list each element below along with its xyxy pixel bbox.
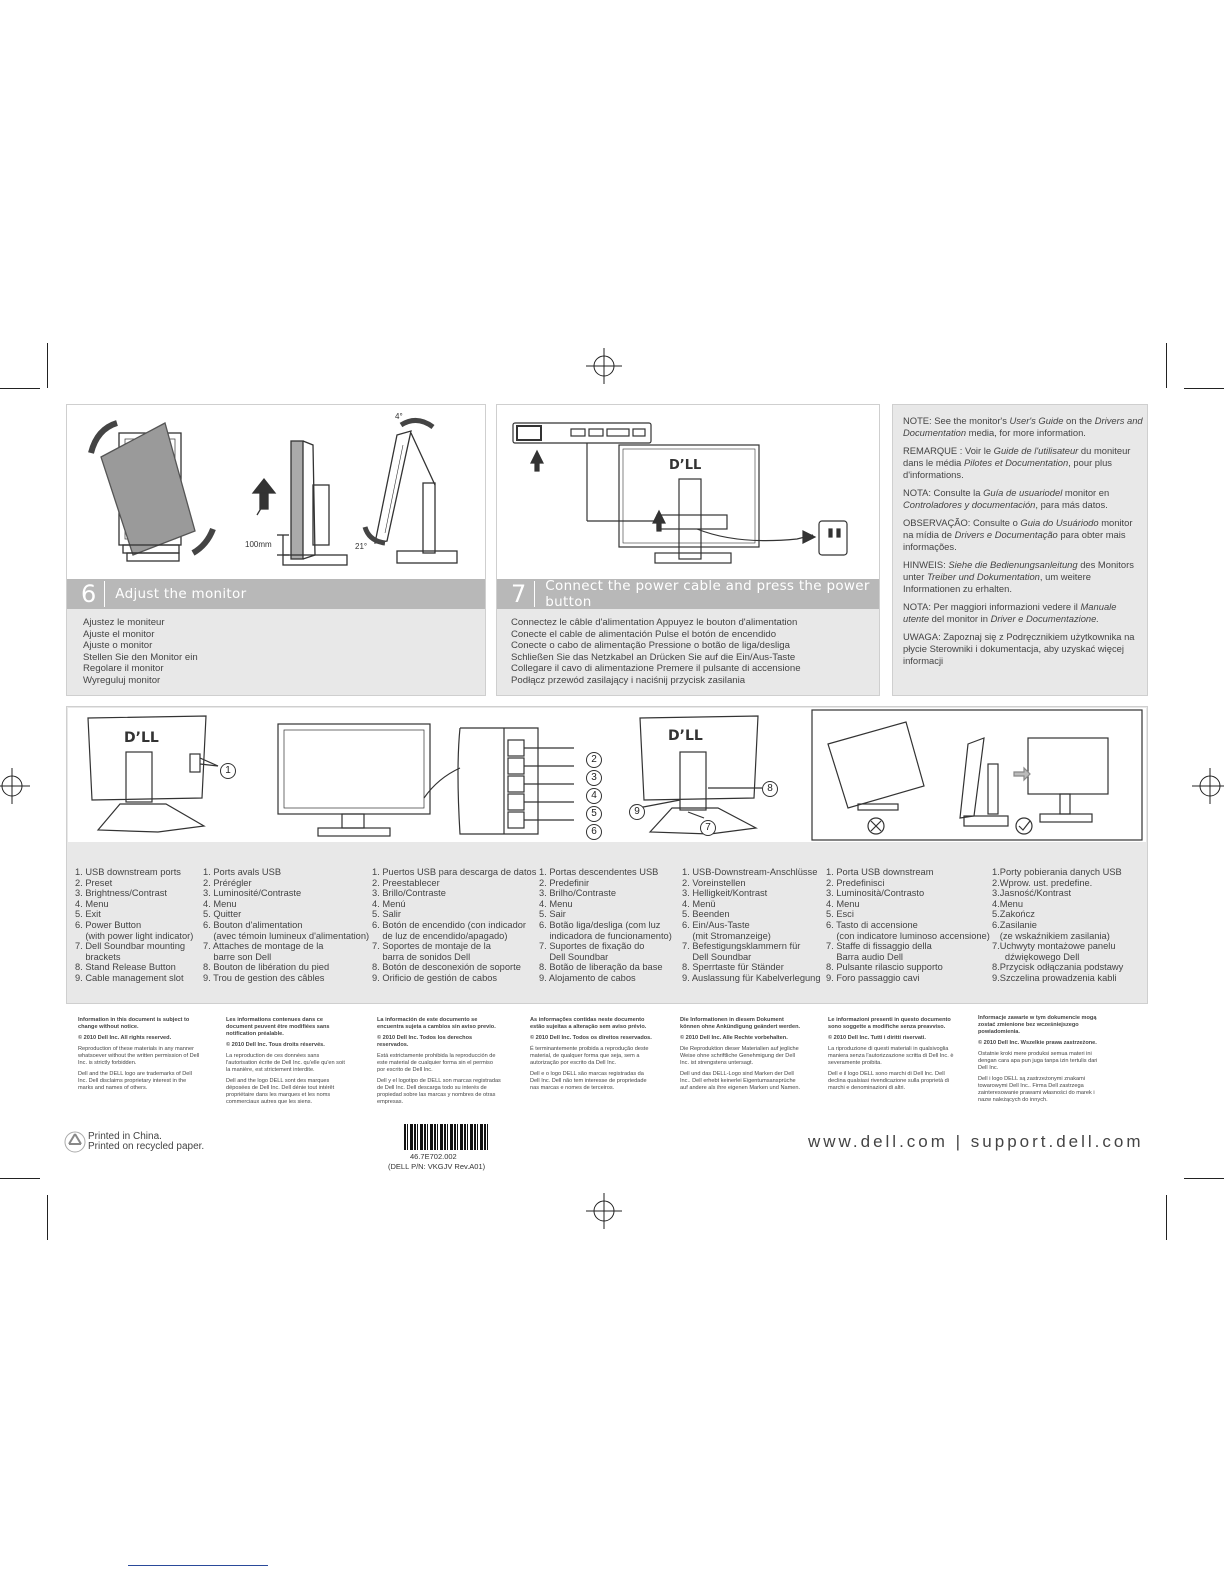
features-list-it: 1. Porta USB downstream 2. Predefinisci …: [826, 867, 990, 983]
features-list-es: 1. Puertos USB para descarga de datos 2.…: [372, 867, 537, 983]
step6-illustration: 100mm 4° 21°: [67, 405, 485, 579]
translation-line: Conecte o cabo de alimentação Pressione …: [511, 640, 790, 652]
crop-mark: [1166, 1195, 1167, 1240]
translation-line: Wyreguluj monitor: [83, 674, 161, 686]
recycle-icon: [64, 1131, 86, 1153]
crop-mark: [1166, 343, 1167, 388]
translation-line: Podłącz przewód zasilający i naciśnij pr…: [511, 674, 746, 686]
legal-en: Information in this document is subject …: [78, 1017, 200, 1091]
translation-line: Regolare il monitor: [83, 663, 164, 675]
registration-mark-icon: [1192, 768, 1224, 804]
crop-mark: [0, 1178, 40, 1179]
crop-mark: [47, 1195, 48, 1240]
step-number: 7: [497, 581, 536, 607]
svg-text:D’LL: D’LL: [669, 458, 701, 473]
note-fr: REMARQUE : Voir le Guide de l'utilisateu…: [903, 445, 1131, 480]
translation-line: Stellen Sie den Monitor ein: [83, 651, 198, 663]
features-list-en: 1. USB downstream ports 2. Preset 3. Bri…: [75, 867, 194, 983]
callout-3: 3: [586, 770, 602, 786]
note-it: NOTA: Per maggiori informazioni vedere i…: [903, 601, 1117, 624]
legal-fr: Les informations contenues dans ce docum…: [226, 1017, 345, 1105]
step-title: Adjust the monitor: [115, 586, 247, 602]
translation-line: Collegare il cavo di alimentazione Preme…: [511, 663, 801, 675]
callout-4: 4: [586, 788, 602, 804]
step7-illustration: D’LL: [497, 405, 879, 579]
translation-line: Ajustez le moniteur: [83, 617, 165, 628]
features-list-pt: 1. Portas descendentes USB 2. Predefinir…: [539, 867, 672, 983]
website-url[interactable]: www.dell.com | support.dell.com: [808, 1132, 1144, 1151]
translation-line: Ajuste el monitor: [83, 628, 155, 640]
features-list-de: 1. USB-Downstream-Anschlüsse 2. Voreinst…: [682, 867, 821, 983]
registration-mark-icon: [586, 348, 622, 384]
callout-8: 8: [762, 781, 778, 797]
note-de: HINWEIS: Siehe die Bedienungsanleitung d…: [903, 559, 1134, 594]
features-illustration: D’LL: [68, 708, 1146, 842]
step-title: Connect the power cable and press the po…: [545, 578, 870, 610]
step7-translations: Connectez le câble d'alimentation Appuye…: [511, 617, 801, 687]
step7-title-bar: 7 Connect the power cable and press the …: [497, 578, 879, 610]
power-cable-drawing: D’LL: [512, 422, 848, 564]
notes-text: NOTE: See the monitor's User's Guide on …: [903, 415, 1143, 673]
legal-es: La información de este documento se encu…: [377, 1017, 501, 1105]
notes-panel: NOTE: See the monitor's User's Guide on …: [892, 404, 1148, 696]
step6-panel: 100mm 4° 21° 6 Adjust the monitor Ajuste…: [66, 404, 486, 696]
step6-translations: Ajustez le moniteur Ajuste el monitor Aj…: [83, 617, 198, 687]
monitor-features-drawing: D’LL: [87, 709, 1143, 841]
step6-title-bar: 6 Adjust the monitor: [67, 579, 485, 609]
callout-6: 6: [586, 824, 602, 840]
barcode: [404, 1124, 488, 1150]
printed-in-china: Printed in China.: [88, 1131, 162, 1142]
step-number: 6: [67, 581, 106, 607]
translation-line: Conecte el cable de alimentación Pulse e…: [511, 628, 777, 640]
printed-on-recycled: Printed on recycled paper.: [88, 1141, 205, 1152]
registration-mark-icon: [586, 1193, 622, 1229]
tilt-bottom-label: 21°: [355, 542, 367, 551]
translation-line: Ajuste o monitor: [83, 640, 153, 652]
crop-mark: [1184, 1178, 1224, 1179]
part-number: 46.7E702.002: [410, 1152, 457, 1161]
features-panel: D’LL: [66, 706, 1148, 1004]
hyperlink-underline: [128, 1565, 268, 1566]
dell-part-number: (DELL P/N: VKGJV Rev.A01): [388, 1162, 486, 1171]
legal-de: Die Informationen in diesem Dokument kön…: [680, 1017, 801, 1091]
legal-pl: Informacje zawarte w tym dokumencie mogą…: [978, 1015, 1098, 1103]
svg-text:D’LL: D’LL: [668, 728, 703, 744]
crop-mark: [1184, 388, 1224, 389]
monitor-adjust-drawing: 100mm 4° 21°: [88, 412, 458, 566]
crop-mark: [47, 343, 48, 388]
callout-9: 9: [629, 804, 645, 820]
tilt-top-label: 4°: [395, 412, 403, 421]
features-list-fr: 1. Ports avals USB 2. Prérégler 3. Lumin…: [203, 867, 370, 983]
legal-pt: As informações contidas neste documento …: [530, 1017, 652, 1091]
svg-text:D’LL: D’LL: [124, 730, 159, 746]
callout-7: 7: [700, 820, 716, 836]
note-en: NOTE: See the monitor's User's Guide on …: [903, 415, 1143, 438]
translation-line: Schließen Sie das Netzkabel an Drücken S…: [511, 651, 796, 663]
note-pl: UWAGA: Zapoznaj się z Podręcznikiem użyt…: [903, 631, 1135, 666]
height-label: 100mm: [245, 540, 272, 549]
callout-1: 1: [220, 763, 236, 779]
callout-2: 2: [586, 752, 602, 768]
crop-mark: [0, 388, 40, 389]
registration-mark-icon: [0, 768, 30, 804]
legal-it: Le informazioni presenti in questo docum…: [828, 1017, 954, 1091]
translation-line: Connectez le câble d'alimentation Appuye…: [511, 617, 798, 628]
step7-panel: D’LL 7 Connect the power cable and press…: [496, 404, 880, 696]
note-es: NOTA: Consulte la Guía de usuariodel mon…: [903, 487, 1110, 510]
note-pt: OBSERVAÇÃO: Consulte o Guia do Usuáriodo…: [903, 517, 1133, 552]
features-list-pl: 1.Porty pobierania danych USB 2.Wprow. u…: [992, 867, 1124, 983]
callout-5: 5: [586, 806, 602, 822]
